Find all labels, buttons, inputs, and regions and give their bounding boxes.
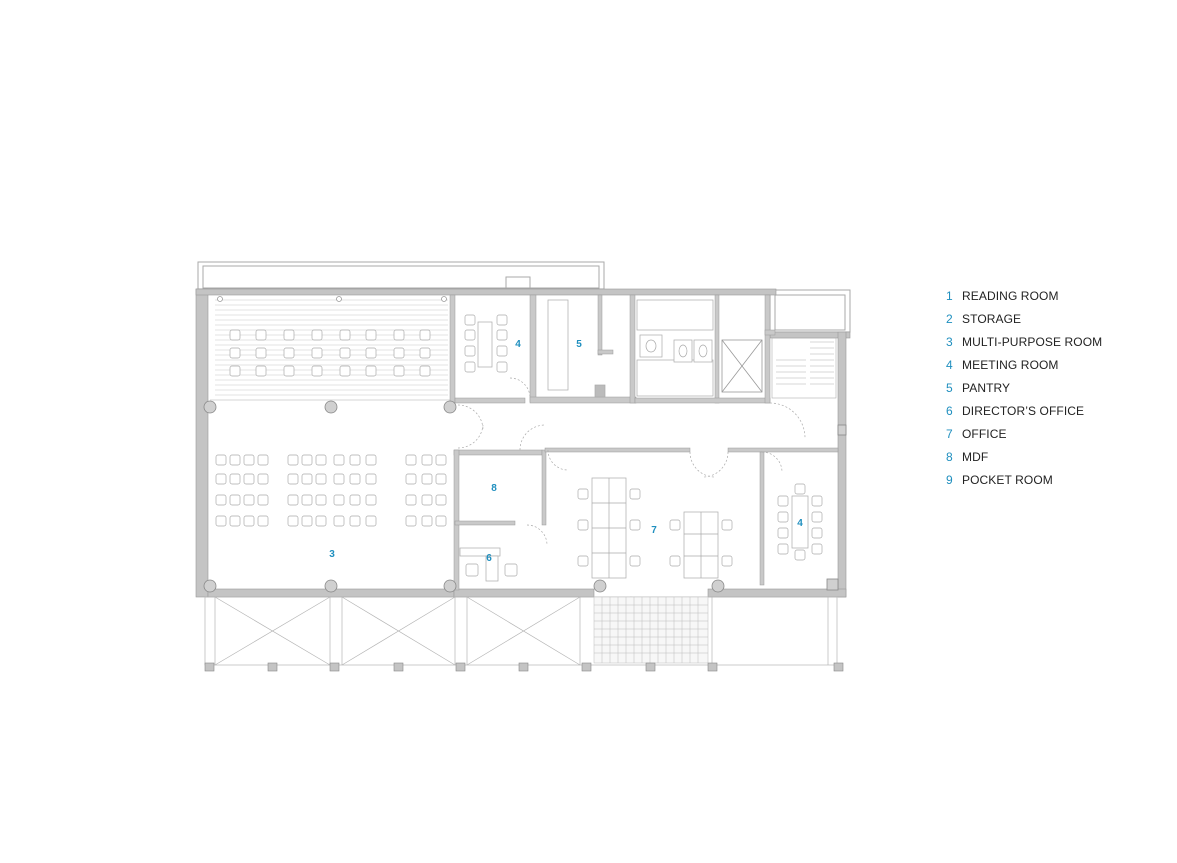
- room-label-directors-office: 6: [486, 553, 492, 564]
- room-label-meeting-left: 4: [515, 339, 521, 350]
- legend-label: DIRECTOR’S OFFICE: [962, 404, 1085, 418]
- legend-label: MEETING ROOM: [962, 358, 1059, 372]
- room-label-office: 7: [651, 525, 657, 536]
- meeting-room-left-furniture: [464, 314, 508, 373]
- terrace-posts: [204, 662, 844, 672]
- multi-purpose-chairs: [215, 454, 447, 527]
- room-legend: 1 READING ROOM 2 STORAGE 3 MULTI-PURPOSE RO…: [946, 287, 1156, 494]
- interior-walls: [449, 294, 839, 591]
- legend-number: 9: [946, 473, 953, 487]
- terrace: [204, 596, 838, 666]
- legend-item: 4 MEETING ROOM: [946, 356, 1156, 379]
- legend-label: MDF: [962, 450, 989, 464]
- pantry-counter: [547, 299, 606, 398]
- legend-number: 2: [946, 312, 953, 326]
- legend-number: 1: [946, 289, 953, 303]
- restrooms: [636, 299, 714, 397]
- legend-item: 9 POCKET ROOM: [946, 471, 1156, 494]
- legend-label: READING ROOM: [962, 289, 1059, 303]
- stairs: [771, 337, 837, 399]
- legend-item: 3 MULTI-PURPOSE ROOM: [946, 333, 1156, 356]
- legend-item: 5 PANTRY: [946, 379, 1156, 402]
- legend-label: POCKET ROOM: [962, 473, 1053, 487]
- legend-item: 6 DIRECTOR’S OFFICE: [946, 402, 1156, 425]
- legend-label: OFFICE: [962, 427, 1007, 441]
- legend-item: 7 OFFICE: [946, 425, 1156, 448]
- room-label-pantry: 5: [576, 339, 582, 350]
- legend-number: 7: [946, 427, 953, 441]
- exterior-walls: [195, 288, 851, 598]
- roof-outline: [197, 261, 851, 333]
- legend-number: 6: [946, 404, 953, 418]
- legend-label: STORAGE: [962, 312, 1022, 326]
- legend-item: 1 READING ROOM: [946, 287, 1156, 310]
- door-swings: [457, 377, 806, 626]
- legend-number: 4: [946, 358, 953, 372]
- room-label-mdf: 8: [491, 483, 497, 494]
- legend-number: 3: [946, 335, 953, 349]
- legend-number: 8: [946, 450, 953, 464]
- directors-office-furniture: [459, 547, 518, 582]
- room-label-multi-purpose: 3: [329, 549, 335, 560]
- legend-label: PANTRY: [962, 381, 1011, 395]
- legend-number: 5: [946, 381, 953, 395]
- legend-label: MULTI-PURPOSE ROOM: [962, 335, 1103, 349]
- legend-item: 8 MDF: [946, 448, 1156, 471]
- reading-room-floor: [210, 299, 450, 401]
- legend-item: 2 STORAGE: [946, 310, 1156, 333]
- structural-columns: [203, 400, 847, 593]
- terrace-tile-grid: [593, 596, 709, 664]
- reading-room-windows: [217, 296, 447, 302]
- elevator: [721, 339, 763, 393]
- reading-room-chairs: [229, 329, 431, 377]
- room-label-meeting-right: 4: [797, 518, 803, 529]
- office-desks: [577, 477, 733, 579]
- meeting-room-right-furniture: [777, 483, 823, 561]
